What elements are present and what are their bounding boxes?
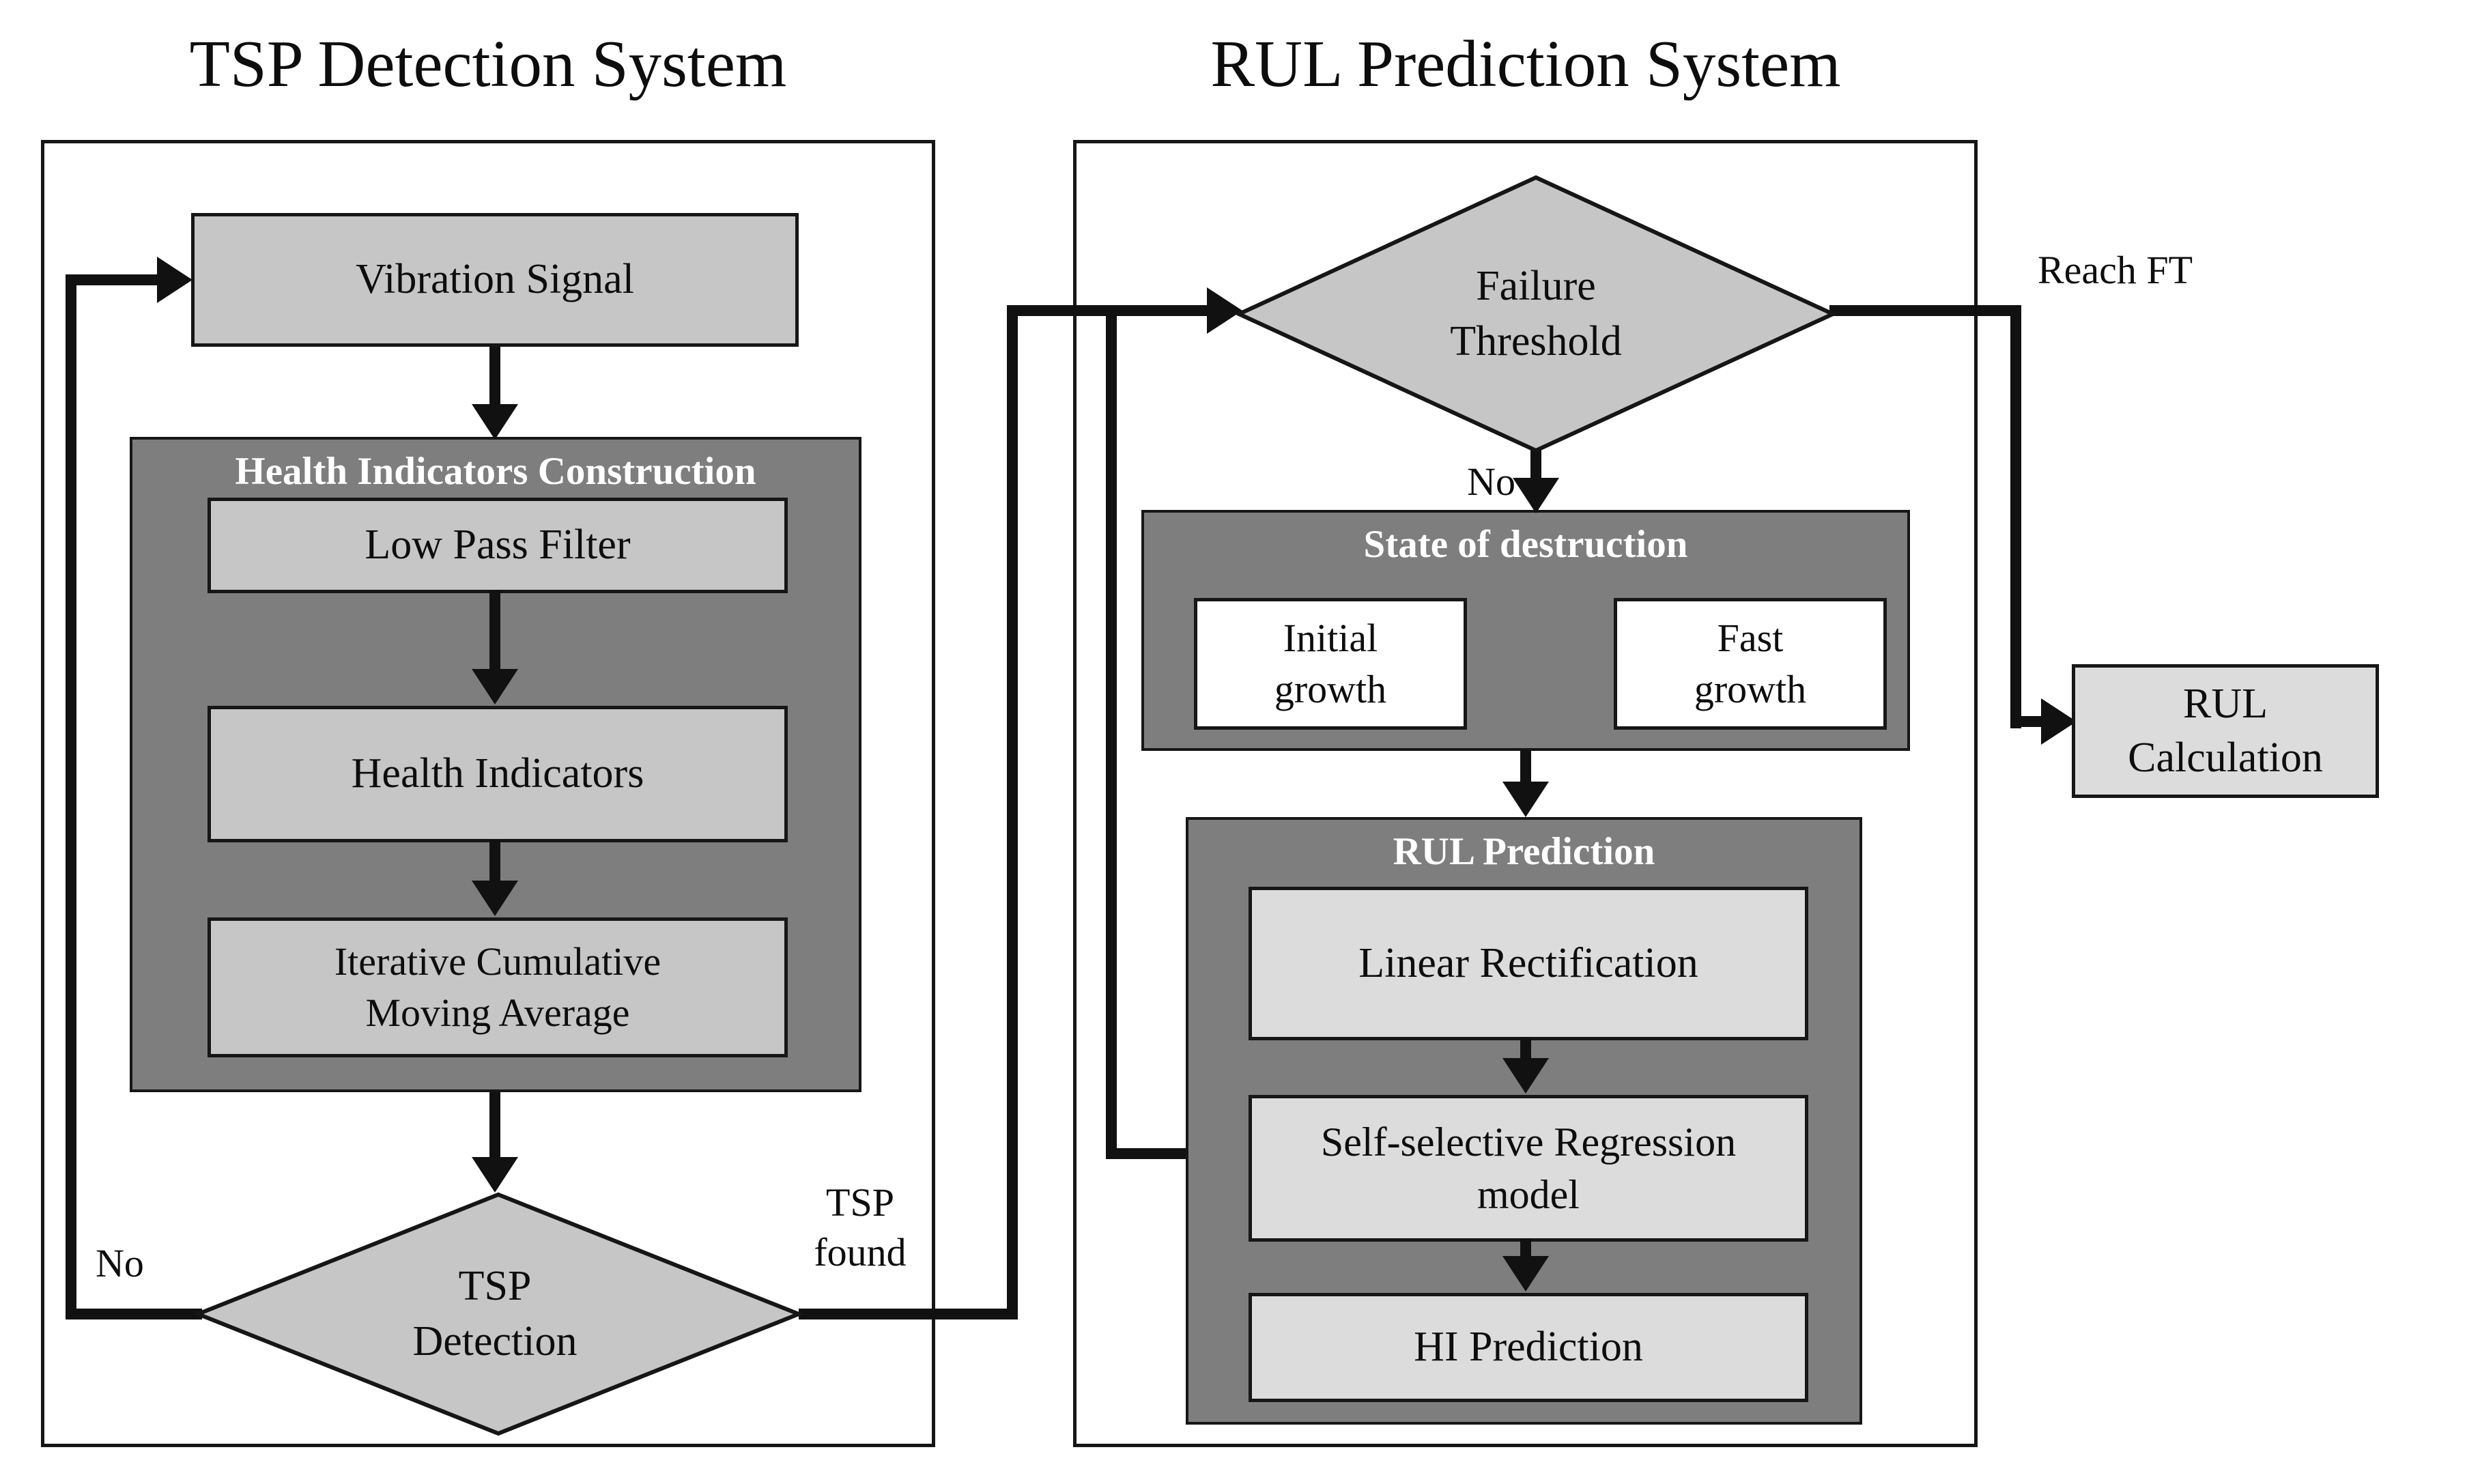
iterative-cumulative-moving-average-box: Iterative Cumulative Moving Average bbox=[208, 917, 788, 1057]
arrow-head-right-icon bbox=[2041, 698, 2077, 745]
arrow-head-down-icon bbox=[472, 669, 518, 704]
rul-system-title: RUL Prediction System bbox=[1210, 27, 1841, 100]
tsp-found-label: TSP found bbox=[814, 1180, 907, 1274]
rul-prediction-title: RUL Prediction bbox=[1393, 830, 1655, 873]
low-pass-filter-box: Low Pass Filter bbox=[208, 498, 788, 593]
icma-label: Iterative Cumulative Moving Average bbox=[334, 939, 661, 1035]
connector-segment bbox=[1106, 1148, 1187, 1159]
initial-growth-label: Initial growth bbox=[1274, 616, 1387, 711]
arrow-head-down-icon bbox=[1502, 1256, 1549, 1292]
arrow-shaft bbox=[489, 347, 500, 412]
failure-threshold-diamond bbox=[1236, 175, 1836, 453]
connector-segment bbox=[1106, 305, 1117, 1154]
tsp-system-title: TSP Detection System bbox=[189, 27, 787, 100]
arrow-head-right-icon bbox=[157, 257, 193, 303]
arrow-head-down-icon bbox=[472, 404, 518, 440]
vibration-signal-box: Vibration Signal bbox=[191, 213, 799, 347]
arrow-shaft bbox=[1530, 447, 1541, 485]
arrow-head-down-icon bbox=[1502, 782, 1549, 817]
fast-growth-box: Fast growth bbox=[1614, 598, 1887, 730]
rul-system-box bbox=[1073, 140, 1978, 1447]
rul-prediction-group: RUL Prediction Linear Rectification Self… bbox=[1186, 817, 1862, 1425]
tsp-system-box bbox=[41, 140, 935, 1447]
arrow-shaft bbox=[489, 590, 500, 672]
failure-threshold-label: Failure Threshold bbox=[1450, 263, 1622, 365]
arrow-head-right-icon bbox=[1207, 287, 1242, 334]
hi-prediction-label: HI Prediction bbox=[1414, 1324, 1643, 1371]
diamond-shape bbox=[195, 1192, 802, 1436]
fast-growth-label: Fast growth bbox=[1694, 616, 1807, 711]
state-of-destruction-group: State of destruction Initial growth Fast… bbox=[1141, 510, 1910, 751]
arrow-shaft bbox=[489, 1092, 500, 1160]
arrow-shaft bbox=[489, 840, 500, 884]
connector-segment bbox=[2010, 305, 2021, 728]
connector-segment bbox=[66, 1309, 202, 1319]
self-selective-regression-box: Self-selective Regression model bbox=[1249, 1095, 1808, 1242]
health-indicators-construction-group: Health Indicators Construction Low Pass … bbox=[130, 437, 861, 1092]
tsp-no-label: No bbox=[96, 1241, 144, 1285]
diamond-shape bbox=[1236, 175, 1836, 453]
rul-calculation-label: RUL Calculation bbox=[2128, 680, 2323, 781]
connector-segment bbox=[66, 274, 76, 1319]
tsp-detection-label-wrap: TSP Detection bbox=[324, 1191, 666, 1437]
arrow-shaft bbox=[1520, 751, 1531, 788]
failure-threshold-label-wrap: Failure Threshold bbox=[1365, 174, 1707, 454]
arrow-head-down-icon bbox=[472, 881, 518, 916]
connector-segment bbox=[2010, 716, 2048, 727]
linear-rectification-label: Linear Rectification bbox=[1358, 939, 1698, 986]
failure-no-label: No bbox=[1467, 459, 1515, 504]
self-selective-regression-label: Self-selective Regression model bbox=[1320, 1119, 1737, 1217]
connector-segment bbox=[1829, 305, 2021, 316]
linear-rectification-box: Linear Rectification bbox=[1249, 887, 1808, 1040]
arrow-head-down-icon bbox=[472, 1157, 518, 1193]
rul-calculation-box: RUL Calculation bbox=[2072, 664, 2379, 798]
state-of-destruction-title: State of destruction bbox=[1363, 523, 1688, 566]
arrow-head-down-icon bbox=[1513, 478, 1559, 513]
connector-segment bbox=[799, 1309, 1018, 1319]
reach-ft-label: Reach FT bbox=[2038, 248, 2193, 292]
low-pass-filter-label: Low Pass Filter bbox=[365, 522, 631, 569]
arrow-head-down-icon bbox=[1502, 1058, 1549, 1094]
health-indicators-construction-title: Health Indicators Construction bbox=[235, 450, 756, 493]
connector-segment bbox=[1007, 305, 1018, 1319]
health-indicators-label: Health Indicators bbox=[351, 750, 644, 797]
tsp-detection-label: TSP Detection bbox=[412, 1263, 578, 1365]
hi-prediction-box: HI Prediction bbox=[1249, 1293, 1808, 1402]
tsp-detection-diamond bbox=[195, 1192, 802, 1436]
initial-growth-box: Initial growth bbox=[1194, 598, 1467, 730]
vibration-signal-label: Vibration Signal bbox=[356, 256, 634, 303]
health-indicators-box: Health Indicators bbox=[208, 706, 788, 842]
connector-segment bbox=[66, 274, 161, 285]
